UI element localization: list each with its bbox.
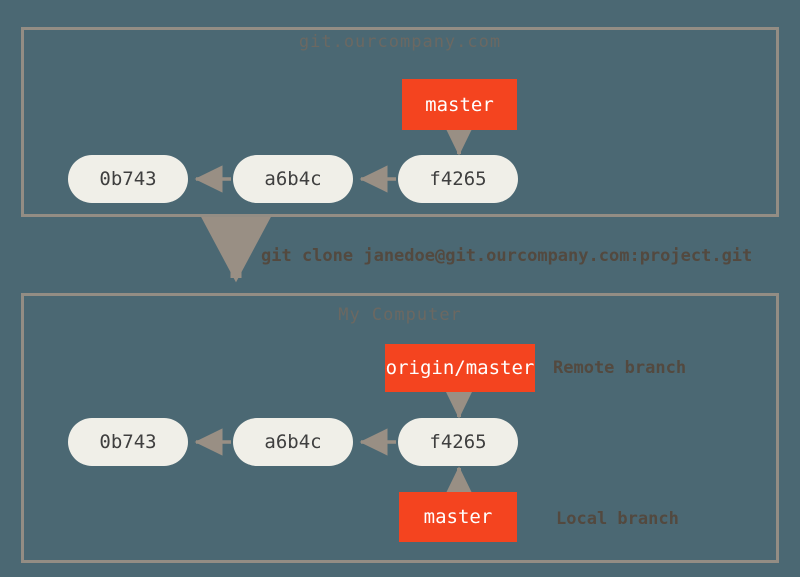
- local-computer-title: My Computer: [338, 305, 462, 325]
- remote-server-panel: [21, 27, 779, 217]
- local-commit-a6b4c[interactable]: a6b4c: [233, 418, 353, 466]
- remote-server-title: git.ourcompany.com: [298, 32, 502, 52]
- local-branch-master[interactable]: master: [399, 492, 517, 542]
- local-commit-0b743-label: 0b743: [99, 431, 157, 453]
- remote-commit-a6b4c-label: a6b4c: [264, 168, 322, 190]
- local-branch-origin-master-label: origin/master: [385, 357, 535, 379]
- remote-branch-master[interactable]: master: [402, 79, 517, 130]
- local-branch-origin-master[interactable]: origin/master: [385, 344, 535, 392]
- remote-commit-0b743-label: 0b743: [99, 168, 157, 190]
- local-commit-a6b4c-label: a6b4c: [264, 431, 322, 453]
- remote-commit-f4265[interactable]: f4265: [398, 155, 518, 203]
- local-branch-master-label: master: [423, 506, 493, 528]
- clone-command-label: git clone janedoe@git.ourcompany.com:pro…: [261, 246, 753, 266]
- local-computer-panel: [21, 293, 779, 563]
- local-branch-annotation: Local branch: [556, 509, 679, 529]
- remote-commit-0b743[interactable]: 0b743: [68, 155, 188, 203]
- remote-commit-a6b4c[interactable]: a6b4c: [233, 155, 353, 203]
- local-commit-f4265-label: f4265: [429, 431, 487, 453]
- remote-commit-f4265-label: f4265: [429, 168, 487, 190]
- local-commit-0b743[interactable]: 0b743: [68, 418, 188, 466]
- local-commit-f4265[interactable]: f4265: [398, 418, 518, 466]
- remote-branch-master-label: master: [425, 93, 494, 116]
- remote-branch-annotation: Remote branch: [553, 358, 687, 378]
